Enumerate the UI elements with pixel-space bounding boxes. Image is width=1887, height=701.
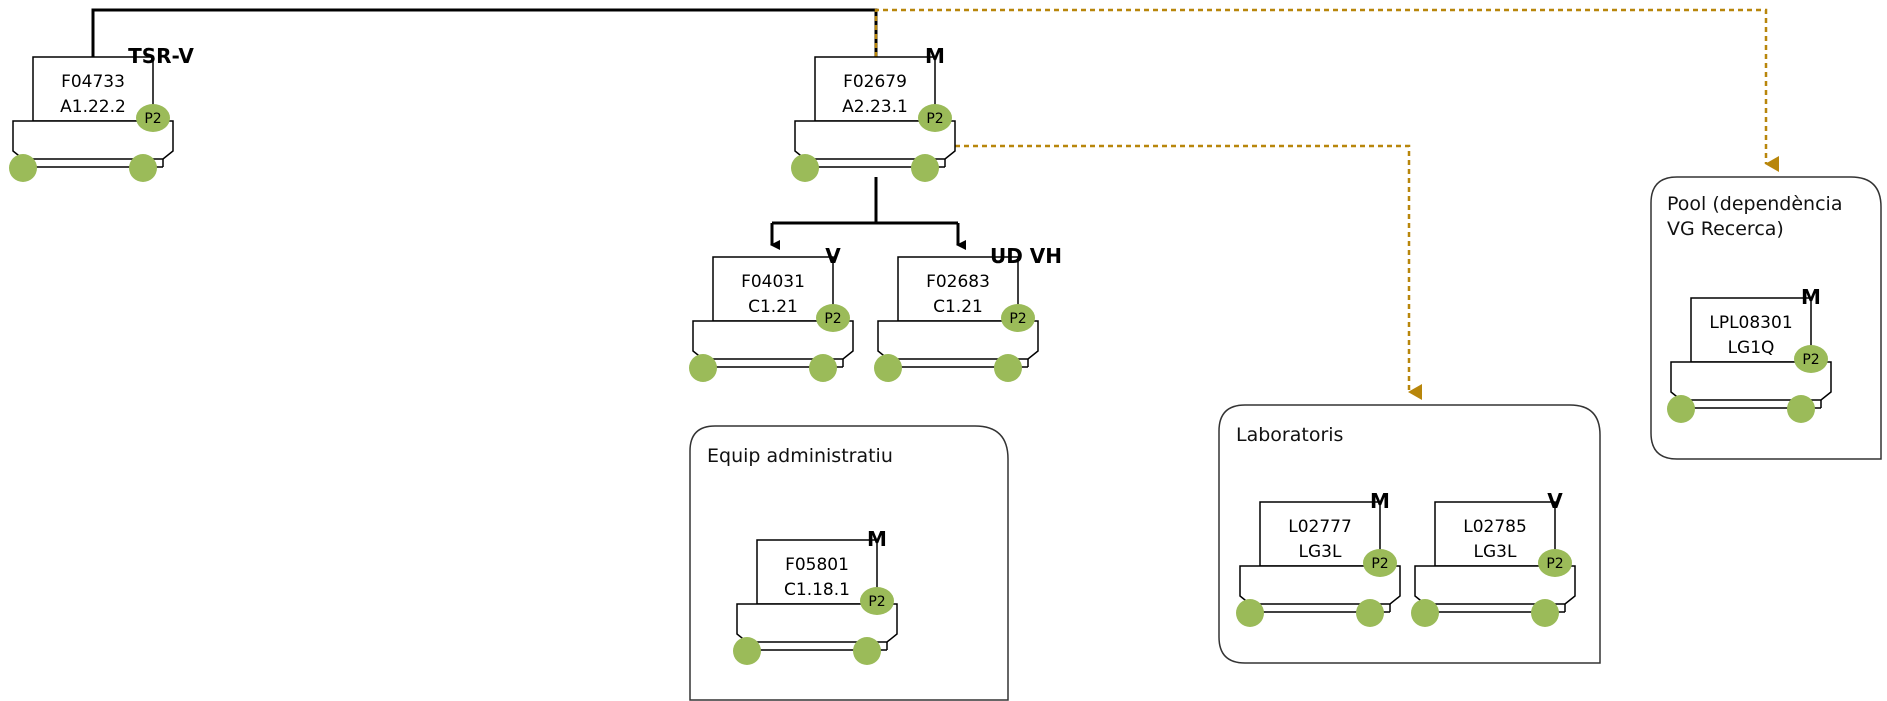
card-level: A1.22.2 — [60, 97, 126, 117]
left-wheel — [1411, 599, 1439, 627]
card-document — [897, 256, 1019, 322]
card-tag: M — [1801, 285, 1821, 309]
priority-badge-label: P2 — [868, 594, 885, 610]
right-wheel — [911, 154, 939, 182]
right-wheel — [853, 637, 881, 665]
left-wheel — [1236, 599, 1264, 627]
card-code: F02679 — [843, 72, 907, 92]
card-tag: V — [825, 244, 841, 268]
priority-badge — [1001, 304, 1035, 332]
card-tag: M — [1370, 489, 1390, 513]
dashed-connector-pool — [874, 8, 1779, 172]
right-wheel — [809, 354, 837, 382]
left-wheel — [1667, 395, 1695, 423]
priority-badge-label: P2 — [1371, 556, 1388, 572]
priority-badge-label: P2 — [1802, 352, 1819, 368]
card-code: F04733 — [61, 72, 125, 92]
card-code: L02777 — [1288, 517, 1352, 537]
card-code: F04031 — [741, 272, 805, 292]
card-document — [814, 56, 936, 122]
connectors — [91, 8, 1779, 400]
right-wheel — [1356, 599, 1384, 627]
priority-badge-label: P2 — [1009, 311, 1026, 327]
card-code: L02785 — [1463, 517, 1527, 537]
card-document — [1434, 501, 1556, 567]
card-document — [32, 56, 154, 122]
top-horizontal-connector — [91, 8, 878, 57]
card-tag: M — [867, 527, 887, 551]
priority-badge-label: P2 — [926, 111, 943, 127]
group-title-pool-line2: VG Recerca) — [1667, 218, 1784, 240]
card-level: LG3L — [1299, 542, 1342, 562]
position-cards: F04733A1.22.2P2TSR-VF02679A2.23.1P2MF040… — [9, 44, 1832, 665]
card-level: C1.21 — [933, 297, 983, 317]
card-document — [756, 539, 878, 605]
card-document — [712, 256, 834, 322]
left-wheel — [874, 354, 902, 382]
priority-badge — [136, 104, 170, 132]
priority-badge — [816, 304, 850, 332]
right-wheel — [994, 354, 1022, 382]
card-level: C1.18.1 — [784, 580, 850, 600]
priority-badge — [918, 104, 952, 132]
priority-badge — [860, 587, 894, 615]
priority-badge-label: P2 — [1546, 556, 1563, 572]
card-code: LPL08301 — [1709, 313, 1792, 333]
left-wheel — [9, 154, 37, 182]
card-level: LG1Q — [1728, 338, 1775, 358]
left-wheel — [689, 354, 717, 382]
priority-badge-label: P2 — [824, 311, 841, 327]
right-wheel — [1531, 599, 1559, 627]
group-title-labs: Laboratoris — [1236, 424, 1343, 446]
priority-badge-label: P2 — [144, 111, 161, 127]
card-document — [1690, 297, 1812, 363]
group-title-admin: Equip administratiu — [707, 445, 893, 467]
priority-badge — [1363, 549, 1397, 577]
priority-badge — [1538, 549, 1572, 577]
left-wheel — [791, 154, 819, 182]
card-tag: M — [925, 44, 945, 68]
card-level: A2.23.1 — [842, 97, 908, 117]
card-tag: TSR-V — [128, 44, 194, 68]
card-tag: UD VH — [990, 244, 1062, 268]
left-wheel — [733, 637, 761, 665]
card-level: LG3L — [1474, 542, 1517, 562]
card-code: F05801 — [785, 555, 849, 575]
right-wheel — [129, 154, 157, 182]
card-tag: V — [1547, 489, 1563, 513]
card-level: C1.21 — [748, 297, 798, 317]
right-wheel — [1787, 395, 1815, 423]
group-title-pool-line1: Pool (dependència — [1667, 193, 1842, 215]
card-code: F02683 — [926, 272, 990, 292]
priority-badge — [1794, 345, 1828, 373]
dashed-connector-labs — [955, 144, 1422, 400]
card-document — [1259, 501, 1381, 567]
